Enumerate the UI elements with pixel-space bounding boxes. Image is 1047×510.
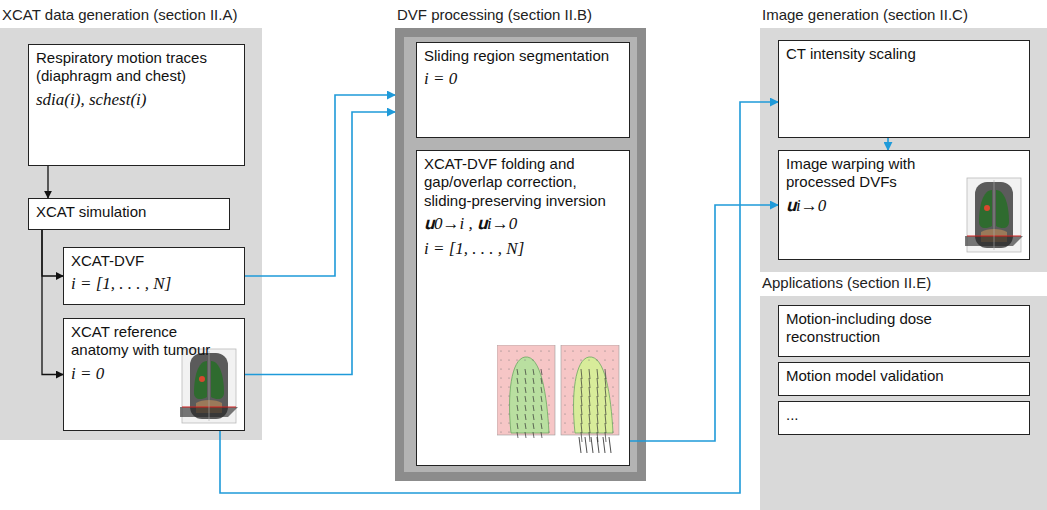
math-label: i = 0 [424,69,622,90]
math-label: 𝐮0→i , 𝐮i→0 [424,214,622,235]
panel-ground [404,37,637,472]
application-box: Motion model validation [778,362,1030,396]
math-label: 𝐮i→0 [786,196,1022,217]
panel-region: CT intensity scalingImage warping with p… [760,28,1047,272]
box-label: Image warping with processed DVFs [786,155,946,192]
anatomy-illustration [965,176,1023,254]
box-label: XCAT-DVF folding and gap/overlap correct… [424,155,622,210]
box-label: ... [786,406,1022,424]
box-label: Respiratory motion traces (diaphragm and… [36,49,237,86]
panel-ground [760,28,1047,272]
process-box: Image warping with processed DVFs 𝐮i→0 [778,150,1030,260]
connector-arrow [42,230,63,375]
box-label: Sliding region segmentation [424,47,622,65]
process-box: Sliding region segmentation i = 0 [416,42,630,138]
box-label: Motion-including dose reconstruction [786,310,1022,347]
panel-frame [395,28,646,481]
process-box: Respiratory motion traces (diaphragm and… [28,44,245,166]
box-label: Motion model validation [786,367,1022,385]
connector-arrow [887,138,889,150]
connector-arrow [220,102,778,493]
box-label: CT intensity scaling [786,45,1022,63]
anatomy-illustration [180,347,238,425]
dvf-illustration [497,345,621,457]
box-label: XCAT-DVF [71,252,237,270]
application-box: ... [778,401,1030,435]
panel-heading: DVF processing (section II.B) [397,6,592,24]
panel-region: Motion-including dose reconstructionMoti… [760,296,1047,510]
connector-arrow [630,205,778,441]
panel-heading: Applications (section II.E) [762,274,931,292]
math-label: i = [1, . . . , N] [424,239,622,260]
application-box: Motion-including dose reconstruction [778,305,1030,357]
math-label: sdia(i), schest(i) [36,90,237,111]
panel-region: Sliding region segmentation i = 0 XCAT-DVF… [395,28,646,481]
process-box: CT intensity scaling [778,40,1030,138]
panel-heading: XCAT data generation (section II.A) [2,6,237,24]
connector-arrow [245,95,395,276]
box-label: XCAT simulation [36,203,222,221]
process-box: XCAT reference anatomy with tumour i = 0 [63,318,245,431]
panel-region: Respiratory motion traces (diaphragm and… [0,28,262,440]
process-box: XCAT simulation [28,198,230,230]
connector-arrow [47,166,48,198]
process-box: XCAT-DVF folding and gap/overlap correct… [416,150,630,466]
box-label: XCAT reference anatomy with tumour [71,323,237,360]
panel-ground [760,296,1047,510]
connector-arrow [245,112,395,375]
process-box: XCAT-DVF i = [1, . . . , N] [63,247,245,305]
math-label: i = 0 [71,364,237,385]
panel-ground [0,28,262,440]
math-label: i = [1, . . . , N] [71,274,237,295]
panel-heading: Image generation (section II.C) [762,6,968,24]
connector-arrow [42,230,63,276]
